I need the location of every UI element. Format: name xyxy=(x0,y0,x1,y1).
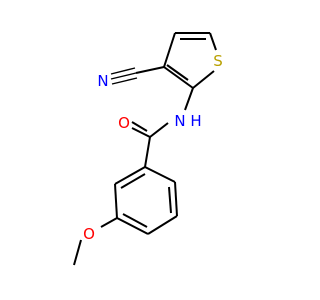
bond-c2-c3 xyxy=(163,66,194,89)
thiophene-ring xyxy=(163,32,217,89)
atom-carbonyl-oxygen: O xyxy=(118,114,130,132)
bond-b6-b1-inner xyxy=(120,173,146,189)
atom-amide-nitrogen: N xyxy=(174,112,185,130)
bond-ring-o xyxy=(100,217,118,228)
atom-methoxy-oxygen: O xyxy=(83,225,95,243)
bond-c2-n xyxy=(184,87,194,111)
bond-b4-b5 xyxy=(116,217,149,235)
atom-thiophene-sulfur: S xyxy=(213,52,223,70)
bond-b6-b1 xyxy=(114,166,146,185)
bond-c5-s xyxy=(209,32,217,51)
bond-b2-b3-inner xyxy=(168,186,172,214)
bond-c3-c4 xyxy=(163,32,176,68)
bond-b2-b3 xyxy=(174,181,178,217)
bond-b3-b4 xyxy=(147,215,178,235)
benzene-ring xyxy=(114,166,178,235)
bond-o-methyl xyxy=(73,239,82,266)
nitrile-group xyxy=(110,66,165,85)
bond-n-carbonyl-c xyxy=(149,122,169,138)
bond-c3-cn xyxy=(135,66,165,74)
bond-s-c2 xyxy=(192,70,215,89)
atom-nitrile-nitrogen: N xyxy=(97,72,108,90)
molecule-structure-diagram: N S N H O O xyxy=(73,32,223,266)
methoxy-group xyxy=(73,217,118,266)
bond-carbonyl-c-o-double xyxy=(131,121,148,132)
bond-carbonyl-c-o xyxy=(131,127,151,138)
bond-b5-b6 xyxy=(114,183,118,219)
bond-cn-triple-3 xyxy=(111,77,138,85)
bond-carbonyl-c-ring xyxy=(144,136,151,168)
amide-linkage xyxy=(131,87,194,168)
bond-cn-triple-1 xyxy=(110,72,137,80)
bond-cn-triple-2 xyxy=(110,67,136,75)
bond-b4-b5-inner xyxy=(122,213,148,228)
atom-amide-hydrogen: H xyxy=(190,112,201,130)
bond-b1-b2 xyxy=(144,166,176,183)
bond-c2-c3-inner xyxy=(166,64,189,81)
